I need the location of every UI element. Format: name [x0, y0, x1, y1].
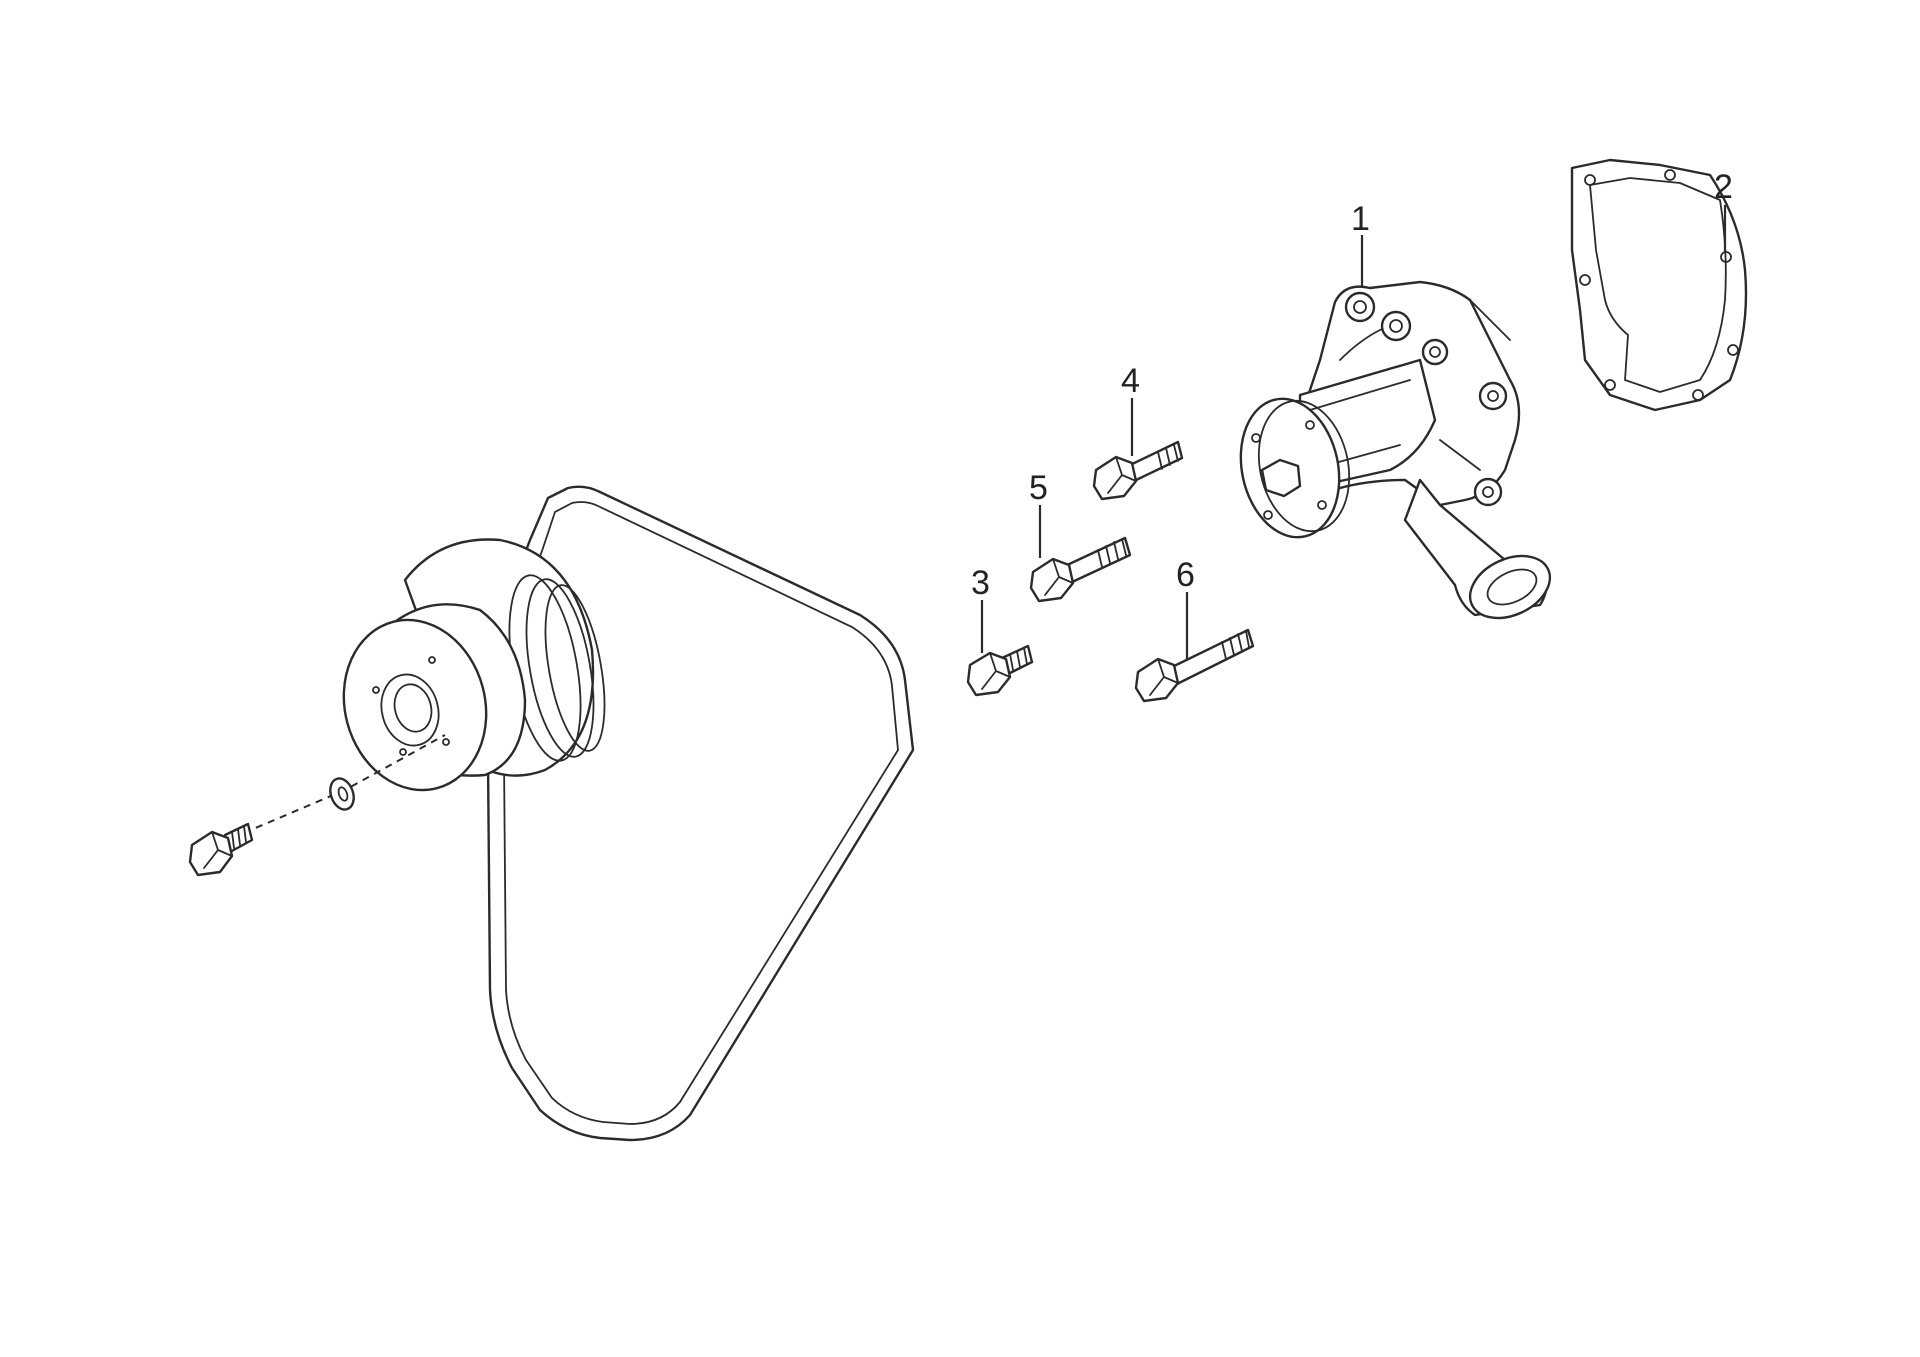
- pulley: [342, 538, 606, 792]
- callout-1: 1: [1351, 200, 1370, 238]
- callout-3: 3: [971, 564, 990, 602]
- callout-2: 2: [1714, 168, 1733, 206]
- bolt-5: [1029, 536, 1132, 603]
- gasket: [1570, 158, 1748, 412]
- water-pump: [1239, 280, 1552, 620]
- washer: [329, 777, 355, 811]
- pulley-bolt: [188, 822, 254, 877]
- callout-5: 5: [1029, 469, 1048, 507]
- callout-4: 4: [1121, 362, 1140, 400]
- bolt-4: [1092, 440, 1184, 501]
- bolt-6: [1134, 628, 1255, 703]
- callout-6: 6: [1176, 556, 1195, 594]
- v-belt: [486, 485, 915, 1142]
- bolt-3: [966, 644, 1034, 697]
